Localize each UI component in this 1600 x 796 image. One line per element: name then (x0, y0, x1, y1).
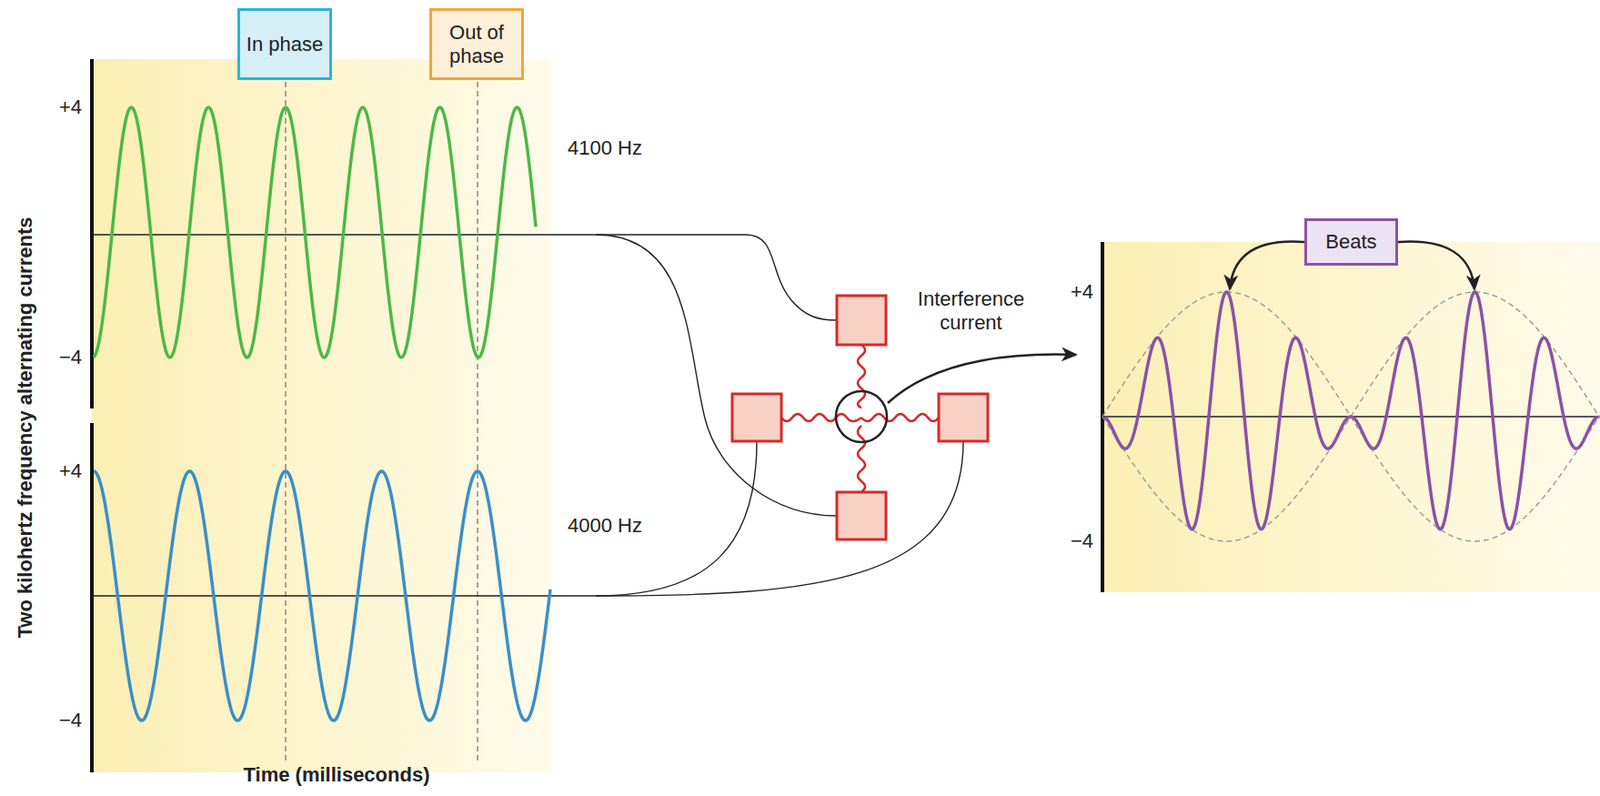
phase-box: Out of phase (429, 8, 524, 81)
wire (595, 234, 837, 516)
callout-label: Interference current (895, 287, 1047, 335)
beats-arrow (1229, 241, 1305, 290)
right-panel (1102, 241, 1600, 593)
wave-4100 (93, 107, 536, 358)
tick-label: −4 (18, 708, 82, 733)
beat-envelope (1102, 291, 1600, 417)
tick-label: +4 (18, 95, 82, 120)
squiggle (781, 413, 862, 422)
box-text: In phase (246, 32, 323, 57)
wave-4000 (93, 471, 551, 721)
squiggle (861, 413, 939, 422)
electrode (836, 295, 886, 345)
squiggle (857, 344, 866, 408)
frequency-label: 4000 Hz (567, 513, 668, 538)
tick-label: −4 (1027, 529, 1094, 554)
phase-box: In phase (237, 8, 333, 81)
electrode (836, 492, 886, 540)
beats-arrow (1398, 241, 1475, 290)
squiggle (857, 425, 866, 493)
interference-arrow (887, 354, 1077, 403)
wire (91, 441, 757, 596)
axis-line (90, 422, 94, 773)
electrode (732, 393, 782, 442)
box-text: Beats (1325, 230, 1377, 254)
electrode (938, 393, 988, 442)
left-panel (91, 59, 552, 773)
phase-marker (284, 81, 286, 761)
interference-zone (835, 391, 887, 443)
tick-label: +4 (1027, 280, 1094, 304)
phase-marker (476, 81, 478, 761)
wire (595, 441, 964, 596)
axis-title: Two kilohertz frequency alternating curr… (13, 136, 38, 719)
interference-wave (1104, 291, 1599, 530)
box-text: Out of phase (435, 20, 518, 69)
beats-box: Beats (1304, 218, 1399, 266)
axis-title: Time (milliseconds) (200, 763, 473, 787)
frequency-label: 4100 Hz (567, 136, 668, 161)
